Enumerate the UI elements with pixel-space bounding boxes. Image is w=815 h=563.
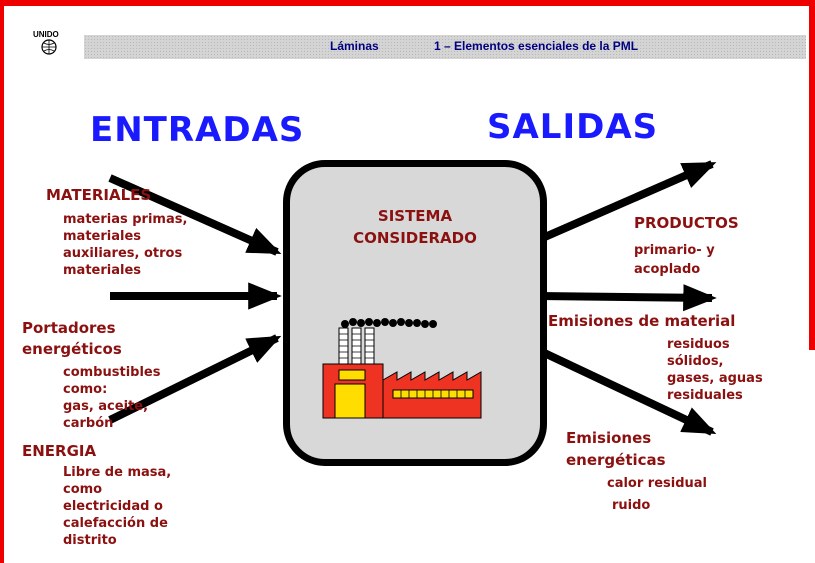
arrow-emisiones-material: [537, 284, 717, 312]
input-portadores-title: Portadores energéticos: [22, 319, 122, 358]
arrow-materiales: [108, 174, 282, 256]
system-title: SISTEMA CONSIDERADO: [353, 207, 477, 247]
output-emisiones-energeticas-detail-2: ruido: [612, 498, 651, 513]
output-productos-title: PRODUCTOS: [634, 214, 739, 232]
arrow-emisiones-energeticas: [536, 346, 717, 436]
header-section: Láminas: [330, 39, 379, 53]
input-energia-title: ENERGIA: [22, 442, 97, 460]
input-materiales-detail: materias primas, materiales auxiliares, …: [63, 212, 188, 278]
arrow-productos: [536, 160, 717, 244]
inputs-heading: ENTRADAS: [90, 110, 305, 150]
arrow-energia: [108, 334, 282, 424]
header-title: 1 – Elementos esenciales de la PML: [434, 39, 639, 53]
output-emisiones-energeticas-title: Emisiones energéticas: [566, 429, 666, 469]
outputs-heading: SALIDAS: [487, 107, 659, 147]
unido-logo-icon: [41, 39, 57, 55]
input-portadores-detail: combustibles como: gas, aceite, carbón: [63, 365, 161, 431]
right-red-border: [809, 0, 815, 350]
left-red-border: [0, 0, 4, 563]
header-bar: Láminas 1 – Elementos esenciales de la P…: [84, 35, 806, 59]
input-energia-detail: Libre de masa, como electricidad o calef…: [63, 465, 172, 548]
top-red-border: [0, 0, 815, 6]
output-emisiones-material-title: Emisiones de material: [548, 312, 736, 330]
factory-icon: [322, 318, 482, 419]
output-emisiones-material-detail: residuos sólidos, gases, aguas residuale…: [667, 337, 763, 403]
output-productos-detail: primario- y acoplado: [634, 243, 715, 277]
input-materiales-title: MATERIALES: [46, 186, 152, 204]
output-emisiones-energeticas-detail-1: calor residual: [607, 476, 708, 491]
unido-logo-text: UNIDO: [33, 30, 59, 39]
